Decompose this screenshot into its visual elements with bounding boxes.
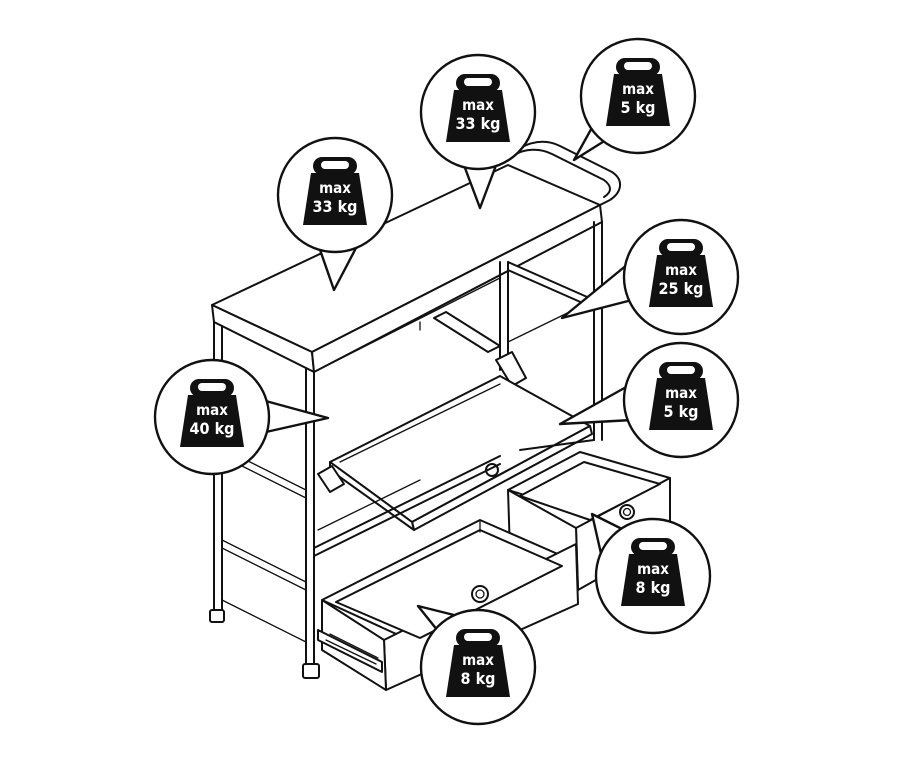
weight-max-label: max [196,401,228,419]
weight-max-label: max [462,96,494,114]
weight-icon [446,629,510,697]
callout-pointer [558,384,634,426]
weight-max-label: max [462,651,494,669]
shelving-unit [209,140,671,691]
weight-icon [621,538,685,606]
weight-value-label: 40 kg [190,419,235,438]
weight-icon [649,239,713,307]
weight-max-label: max [665,384,697,402]
callout-pointer [260,398,330,434]
weight-max-label: max [319,179,351,197]
weight-icon [303,157,367,225]
weight-value-label: 33 kg [313,197,358,216]
weight-max-label: max [622,80,654,98]
weight-value-label: 25 kg [659,279,704,298]
weight-icon [446,74,510,142]
weight-icon [649,362,713,430]
weight-icon [180,379,244,447]
weight-value-label: 8 kg [461,669,496,688]
weight-max-label: max [637,560,669,578]
weight-value-label: 5 kg [621,98,656,117]
weight-value-label: 5 kg [664,402,699,421]
weight-max-label: max [665,261,697,279]
weight-value-label: 8 kg [636,578,671,597]
weight-icon [606,58,670,126]
weight-value-label: 33 kg [456,114,501,133]
